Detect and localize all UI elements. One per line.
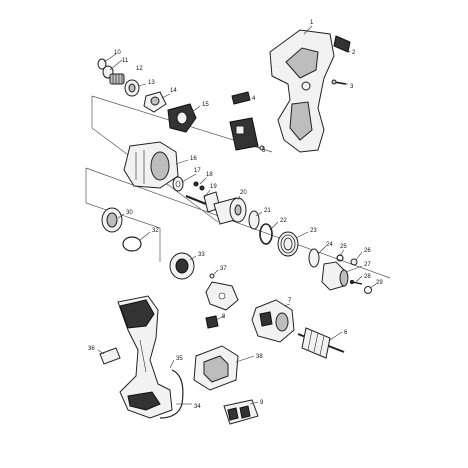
part-32-o-ring (122, 236, 142, 252)
label-8: 8 (222, 314, 226, 320)
label-24: 24 (326, 242, 333, 248)
part-9-terminal (223, 399, 259, 425)
label-33: 33 (198, 252, 205, 258)
label-38: 38 (256, 354, 263, 360)
part-8-clip (205, 315, 219, 329)
part-18-steel-ball (193, 181, 205, 191)
label-29: 29 (376, 280, 383, 286)
label-13: 13 (148, 80, 155, 86)
label-14: 14 (170, 88, 177, 94)
part-27-spindle (321, 261, 349, 291)
label-6: 6 (344, 330, 348, 336)
part-3-screw (331, 79, 347, 85)
part-5-switch (229, 117, 265, 151)
label-2: 2 (352, 50, 356, 56)
part-15-bumper (167, 103, 197, 133)
label-9: 9 (260, 400, 264, 406)
part-20-hammer (213, 197, 247, 225)
label-12: 12 (136, 66, 143, 72)
label-37: 37 (220, 266, 227, 272)
part-14-nose-cap (143, 91, 167, 113)
label-23: 23 (310, 228, 317, 234)
part-4-lever (231, 91, 251, 105)
label-17: 17 (194, 168, 201, 174)
label-10: 10 (114, 50, 121, 56)
part-36-button (99, 347, 121, 365)
part-34-housing (117, 295, 173, 419)
part-12-spring (109, 73, 125, 85)
part-30-internal-gear (101, 207, 123, 233)
leader-lines (97, 25, 377, 405)
label-20: 20 (240, 190, 247, 196)
part-1-housing (269, 29, 335, 153)
part-10-ring (97, 58, 107, 70)
part-13-sleeve (124, 79, 140, 97)
part-39-stator (193, 345, 239, 391)
part-17-washer (172, 176, 184, 192)
label-3: 3 (350, 84, 354, 90)
part-6-rotor (297, 327, 345, 359)
label-11: 11 (122, 58, 129, 64)
label-21: 21 (264, 208, 271, 214)
label-36: 36 (88, 346, 95, 352)
label-26: 26 (364, 248, 371, 254)
label-32: 32 (152, 228, 159, 234)
part-26-washer (350, 258, 358, 266)
label-16: 16 (190, 156, 197, 162)
label-30: 30 (126, 210, 133, 216)
part-29-ring (364, 286, 372, 294)
part-33-gear-housing (169, 252, 195, 280)
part-7-motor-bracket (251, 299, 295, 343)
label-22: 22 (280, 218, 287, 224)
label-25: 25 (340, 244, 347, 250)
label-19: 19 (210, 184, 217, 190)
part-22-ring (259, 223, 273, 245)
part-21-washer (248, 210, 260, 230)
label-18: 18 (206, 172, 213, 178)
part-38-bearing-retainer (205, 281, 239, 311)
label-34: 34 (194, 404, 201, 410)
label-7: 7 (288, 298, 292, 304)
part-23-spring (277, 231, 299, 257)
part-28-pin (349, 279, 363, 285)
label-28: 28 (364, 274, 371, 280)
part-24-washer (308, 248, 320, 268)
label-5: 5 (262, 148, 266, 154)
label-15: 15 (202, 102, 209, 108)
part-16-hammer-case (123, 141, 179, 189)
label-4: 4 (252, 96, 256, 102)
part-25-ring (336, 254, 344, 262)
label-27: 27 (364, 262, 371, 268)
label-35: 35 (176, 356, 183, 362)
callout-labels: 1 2 3 4 5 6 7 8 9 10 11 12 13 14 15 16 1… (88, 20, 383, 410)
label-1: 1 (310, 20, 314, 26)
